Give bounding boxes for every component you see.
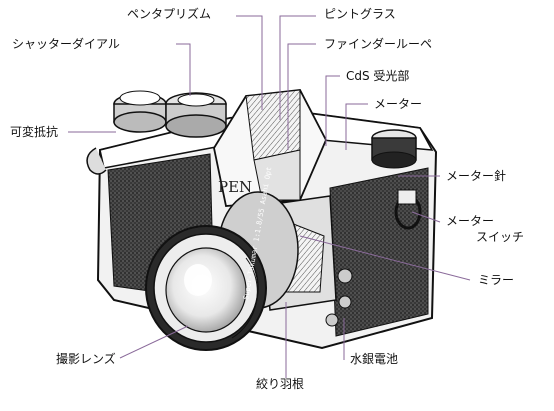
label-cds-cell: CdS 受光部: [346, 69, 410, 83]
label-focusing-screen: ピントグラス: [324, 7, 396, 21]
pentaprism-graphic: PEN: [213, 89, 327, 207]
label-pentaprism: ペンタプリズム: [127, 7, 212, 21]
body-marking-text: PEN: [218, 178, 252, 196]
label-aperture-blades: 絞り羽根: [256, 377, 305, 391]
lens-graphic: Super-Takumar 1:1.8/55 Asahi Opt: [145, 166, 299, 351]
label-meter-switch-line1: メーター: [446, 214, 495, 228]
leader-lines: [68, 15, 471, 378]
shutter-dial-graphic: [113, 90, 227, 138]
label-mirror: ミラー: [478, 273, 515, 287]
label-meter: メーター: [374, 97, 423, 111]
label-mercury-battery: 水銀電池: [350, 352, 399, 366]
label-meter-needle: メーター針: [446, 169, 507, 183]
label-meter-switch-line2: スイッチ: [476, 230, 525, 244]
label-variable-resistor: 可変抵抗: [10, 125, 59, 139]
label-finder-loupe: ファインダールーペ: [324, 37, 433, 51]
rewind-knob-graphic: [371, 129, 417, 169]
label-shutter-dial: シャッターダイアル: [12, 37, 120, 51]
label-taking-lens: 撮影レンズ: [56, 352, 116, 366]
